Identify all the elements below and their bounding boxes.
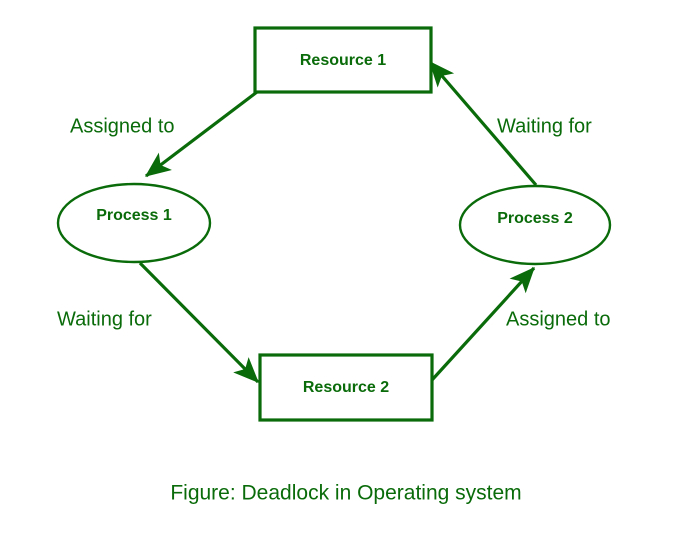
edge-label-assigned-to-process2: Assigned to <box>506 308 611 330</box>
edge-label-waiting-for-resource2: Waiting for <box>57 308 152 330</box>
edge-resource1-to-process1-line <box>144 90 258 178</box>
figure-caption: Figure: Deadlock in Operating system <box>170 482 521 505</box>
edge-process2-to-resource1-line <box>428 60 538 187</box>
resource-2-label: Resource 2 <box>303 379 389 396</box>
process-2-label: Process 2 <box>497 210 573 227</box>
resource-2-box[interactable] <box>258 353 434 422</box>
resource-1-label: Resource 1 <box>300 52 386 69</box>
node-resource-1[interactable]: Resource 1 <box>253 26 433 94</box>
edges-group <box>138 60 538 384</box>
edge-resource2-to-process2-line <box>430 266 536 382</box>
edge-labels-group: Assigned to Waiting for Waiting for Assi… <box>57 115 611 330</box>
node-resource-2[interactable]: Resource 2 <box>258 353 434 422</box>
process-2-ellipse[interactable] <box>458 184 612 266</box>
edge-label-waiting-for-resource1: Waiting for <box>497 115 592 137</box>
edge-label-assigned-to-process1: Assigned to <box>70 115 175 137</box>
edge-process1-to-resource2-line <box>138 261 260 384</box>
process-1-label: Process 1 <box>96 207 172 224</box>
resource-1-box[interactable] <box>253 26 433 94</box>
node-process-1[interactable]: Process 1 <box>56 182 212 264</box>
process-1-ellipse[interactable] <box>56 182 212 264</box>
node-process-2[interactable]: Process 2 <box>458 184 612 266</box>
